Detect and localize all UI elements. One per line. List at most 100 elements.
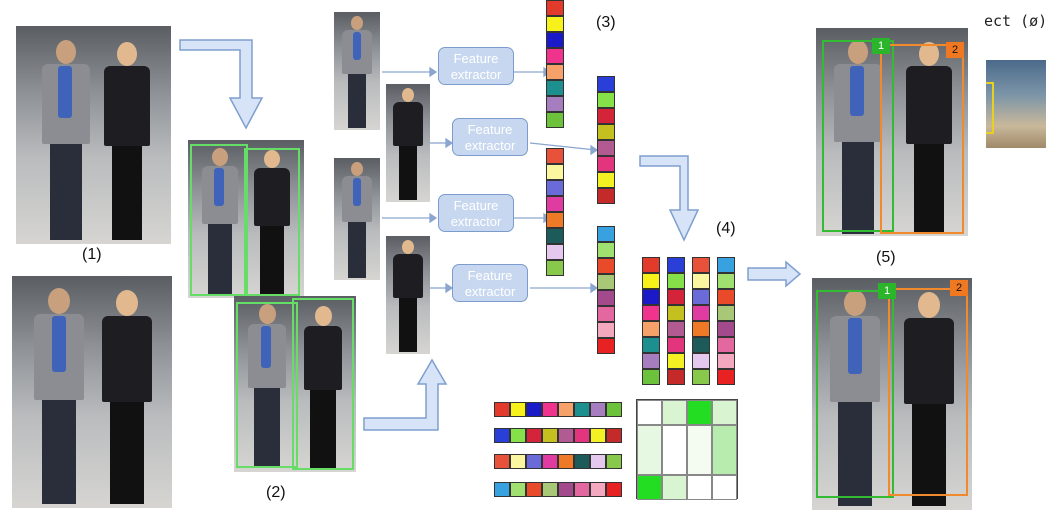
vector-cell xyxy=(692,353,710,369)
vector-cell xyxy=(546,180,564,196)
vector-cell xyxy=(574,454,590,469)
person-woman-blonde xyxy=(98,42,156,240)
vector-cell xyxy=(526,482,542,497)
vector-cell xyxy=(606,428,622,443)
frame-5-bottom xyxy=(812,278,972,510)
vector-cell xyxy=(546,244,564,260)
track-id-2: 2 xyxy=(950,280,968,296)
crop-b xyxy=(386,84,430,202)
track-box-1 xyxy=(816,290,894,498)
crop-c xyxy=(334,158,380,280)
vector-cell xyxy=(597,108,615,124)
vector-cell xyxy=(597,226,615,242)
feature-extractor-d: Feature extractor xyxy=(452,264,528,302)
vector-cell xyxy=(494,428,510,443)
vector-cell xyxy=(590,454,606,469)
feature-vector-c xyxy=(546,148,564,276)
vector-cell xyxy=(546,96,564,112)
vector-cell xyxy=(606,482,622,497)
detection-box xyxy=(292,298,354,470)
vector-cell xyxy=(717,369,735,385)
matrix-column-3 xyxy=(692,257,710,385)
vector-cell xyxy=(642,257,660,273)
vector-cell xyxy=(717,257,735,273)
vector-cell xyxy=(597,140,615,156)
vector-cell xyxy=(642,289,660,305)
vector-cell xyxy=(692,369,710,385)
matrix-row-2 xyxy=(494,428,622,443)
vector-cell xyxy=(526,428,542,443)
similarity-cell xyxy=(637,475,662,500)
step-label-4: (4) xyxy=(716,220,736,237)
vector-cell xyxy=(642,321,660,337)
feature-extractor-b: Feature extractor xyxy=(452,118,528,156)
vector-cell xyxy=(642,305,660,321)
vector-cell xyxy=(597,258,615,274)
step-label-3: (3) xyxy=(596,14,616,31)
track-box-1 xyxy=(822,40,894,232)
similarity-cell xyxy=(687,425,712,475)
vector-cell xyxy=(597,306,615,322)
vector-cell xyxy=(667,337,685,353)
matrix-row-4 xyxy=(494,482,622,497)
vector-cell xyxy=(494,482,510,497)
similarity-cell xyxy=(687,400,712,425)
vector-cell xyxy=(642,369,660,385)
vector-cell xyxy=(494,454,510,469)
vector-cell xyxy=(606,402,622,417)
similarity-cell xyxy=(712,400,737,425)
crop-a xyxy=(334,12,380,130)
similarity-cell xyxy=(662,400,687,425)
frame-5-top xyxy=(816,28,968,236)
similarity-cell xyxy=(662,475,687,500)
vector-cell xyxy=(546,32,564,48)
vector-cell xyxy=(546,0,564,16)
vector-cell xyxy=(494,402,510,417)
vector-cell xyxy=(606,454,622,469)
vector-cell xyxy=(667,257,685,273)
matrix-row-3 xyxy=(494,454,622,469)
vector-cell xyxy=(510,428,526,443)
track-box-2 xyxy=(880,44,964,234)
vector-cell xyxy=(542,428,558,443)
matrix-row-1 xyxy=(494,402,622,417)
vector-cell xyxy=(692,321,710,337)
frame-2-bottom xyxy=(234,296,356,472)
similarity-matrix xyxy=(636,399,738,500)
feature-vector-b xyxy=(597,76,615,204)
arrow-vectors-to-4 xyxy=(639,155,700,242)
arrow-1-to-2 xyxy=(179,39,264,130)
feature-vector-d xyxy=(597,226,615,354)
step-label-1: (1) xyxy=(82,246,102,263)
matrix-column-1 xyxy=(642,257,660,385)
vector-cell xyxy=(526,402,542,417)
vector-cell xyxy=(597,92,615,108)
similarity-cell xyxy=(712,425,737,475)
vector-cell xyxy=(510,454,526,469)
vector-cell xyxy=(558,454,574,469)
vector-cell xyxy=(667,273,685,289)
vector-cell xyxy=(574,402,590,417)
vector-cell xyxy=(546,212,564,228)
detection-box xyxy=(190,144,248,296)
frame-2-top xyxy=(188,140,304,298)
feature-extractor-a: Feature extractor xyxy=(438,47,514,85)
vector-cell xyxy=(542,454,558,469)
vector-cell xyxy=(667,353,685,369)
vector-cell xyxy=(558,428,574,443)
matrix-column-4 xyxy=(717,257,735,385)
vector-cell xyxy=(597,156,615,172)
vector-cell xyxy=(597,242,615,258)
similarity-cell xyxy=(637,425,662,475)
vector-cell xyxy=(642,273,660,289)
vector-cell xyxy=(546,80,564,96)
person-woman-grey xyxy=(36,40,96,240)
vector-cell xyxy=(526,454,542,469)
line-fe-b xyxy=(529,142,597,151)
vector-cell xyxy=(546,260,564,276)
vector-cell xyxy=(667,289,685,305)
vector-cell xyxy=(717,273,735,289)
vector-cell xyxy=(546,16,564,32)
arrow-2-to-crops xyxy=(363,358,448,431)
